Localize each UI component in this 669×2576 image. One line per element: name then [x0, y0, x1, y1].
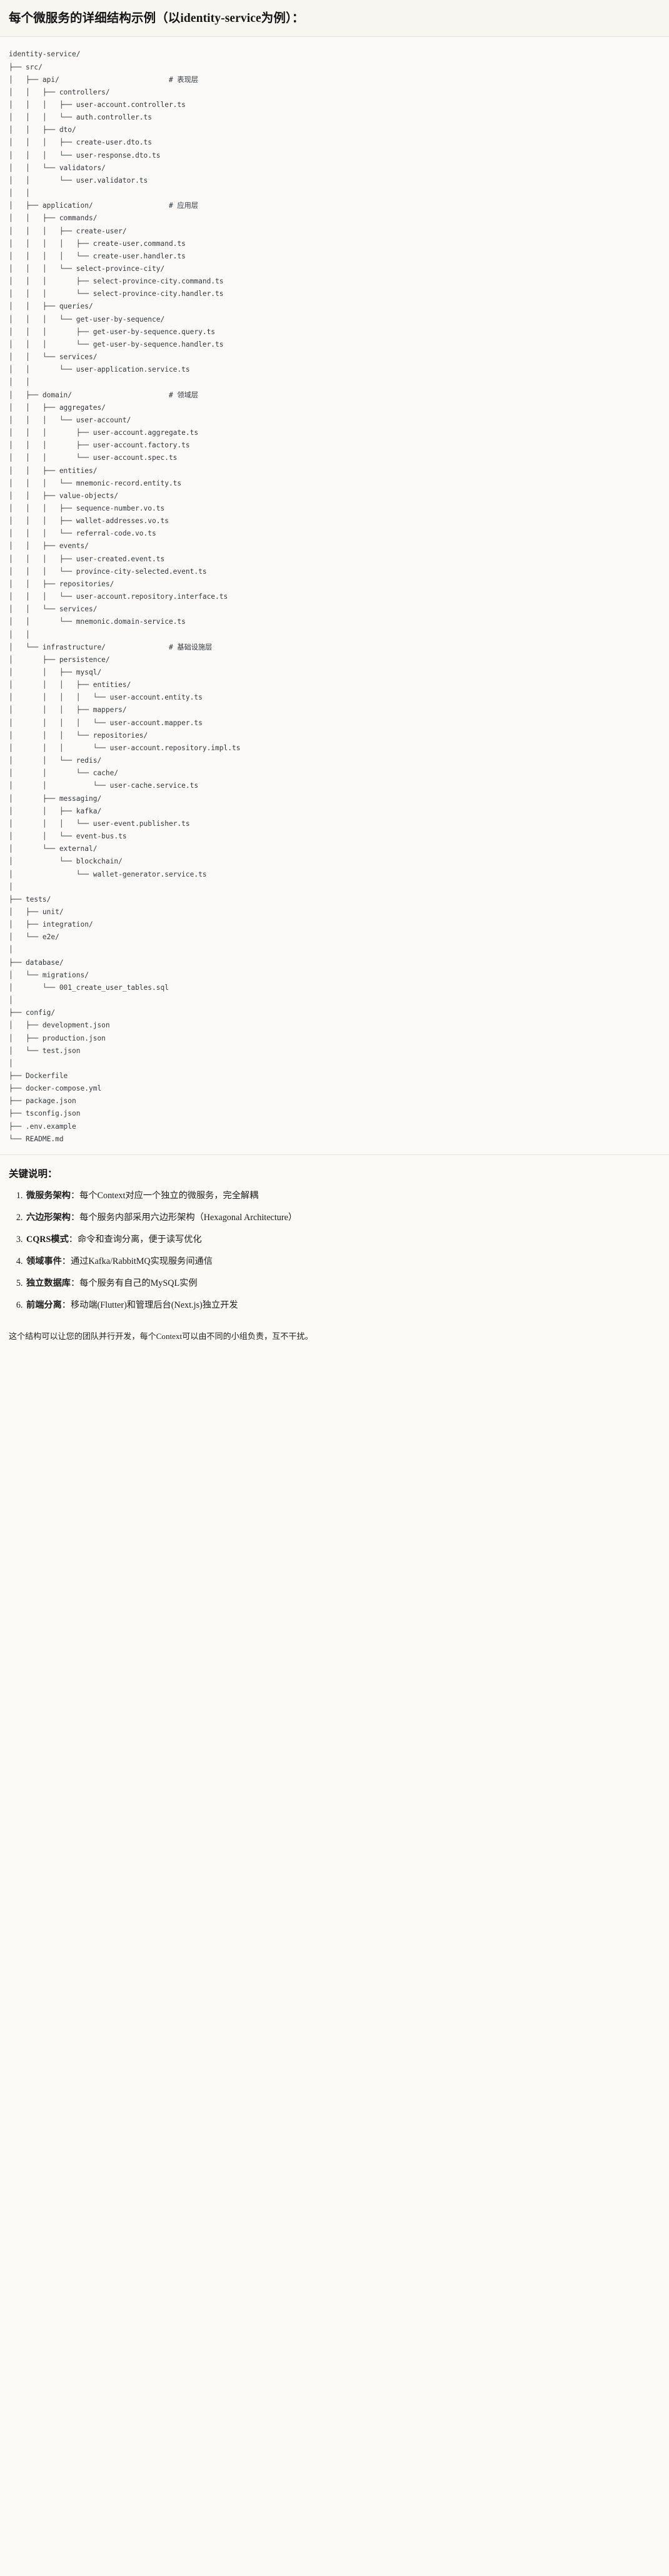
key-point-desc: ：命令和查询分离，便于读写优化 [68, 1234, 202, 1245]
key-point-desc: ：通过Kafka/RabbitMQ实现服务间通信 [61, 1256, 213, 1266]
key-point-desc: ：每个Context对应一个独立的微服务，完全解耦 [70, 1190, 259, 1201]
key-points-list: 微服务架构：每个Context对应一个独立的微服务，完全解耦 六边形架构：每个服… [9, 1189, 660, 1312]
list-item: CQRS模式：命令和查询分离，便于读写优化 [25, 1233, 660, 1246]
key-points-title: 关键说明： [9, 1168, 58, 1179]
directory-tree: identity-service/ ├── src/ │ ├── api/ # … [9, 50, 241, 1143]
key-point-desc: ：每个服务有自己的MySQL实例 [70, 1278, 198, 1288]
list-item: 六边形架构：每个服务内部采用六边形架构（Hexagonal Architectu… [25, 1211, 660, 1224]
document-page: 每个微服务的详细结构示例（以identity-service为例）： ident… [0, 0, 669, 1353]
list-item: 领域事件：通过Kafka/RabbitMQ实现服务间通信 [25, 1255, 660, 1268]
key-point-term: CQRS模式 [26, 1234, 69, 1245]
key-point-term: 领域事件 [26, 1256, 62, 1266]
list-item: 微服务架构：每个Context对应一个独立的微服务，完全解耦 [25, 1189, 660, 1203]
list-item: 独立数据库：每个服务有自己的MySQL实例 [25, 1276, 660, 1290]
key-point-term: 六边形架构 [26, 1212, 71, 1223]
key-point-term: 前端分离 [26, 1300, 62, 1310]
key-point-term: 微服务架构 [26, 1190, 71, 1201]
list-item: 前端分离：移动端(Flutter)和管理后台(Next.js)独立开发 [25, 1298, 660, 1312]
page-title: 每个微服务的详细结构示例（以identity-service为例）： [9, 12, 304, 25]
key-points-section: 关键说明： 微服务架构：每个Context对应一个独立的微服务，完全解耦 六边形… [0, 1154, 669, 1324]
key-point-desc: ：移动端(Flutter)和管理后台(Next.js)独立开发 [61, 1300, 238, 1310]
document-header: 每个微服务的详细结构示例（以identity-service为例）： [0, 0, 669, 38]
key-point-term: 独立数据库 [26, 1278, 71, 1288]
directory-tree-code-block: identity-service/ ├── src/ │ ├── api/ # … [0, 37, 669, 1155]
closing-paragraph: 这个结构可以让您的团队并行开发，每个Context可以由不同的小组负责，互不干扰… [0, 1323, 669, 1353]
key-point-desc: ：每个服务内部采用六边形架构（Hexagonal Architecture） [70, 1212, 298, 1223]
